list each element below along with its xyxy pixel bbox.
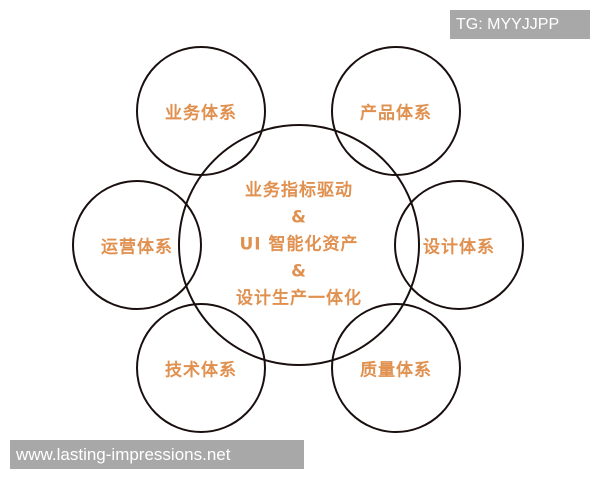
center-line-5: 设计生产一体化 [236,288,362,309]
center-line-4: & [291,261,307,282]
label-business: 业务体系 [165,103,237,124]
center-line-3: UI 智能化资产 [239,234,359,255]
label-product: 产品体系 [360,103,432,124]
label-operations: 运营体系 [101,237,173,258]
center-line-1: 业务指标驱动 [245,180,353,201]
circle-quality [331,303,461,433]
label-design: 设计体系 [423,237,495,258]
label-quality: 质量体系 [360,360,432,381]
tg-tag: TG: MYYJJPP [450,10,590,39]
center-text: 业务指标驱动 & UI 智能化资产 & 设计生产一体化 [236,178,362,313]
label-technology: 技术体系 [165,360,237,381]
circle-operations [72,180,202,310]
circle-technology [136,303,266,433]
watermark: www.lasting-impressions.net [10,440,304,469]
circle-design [394,180,524,310]
center-line-2: & [291,207,307,228]
circle-center [178,124,420,366]
